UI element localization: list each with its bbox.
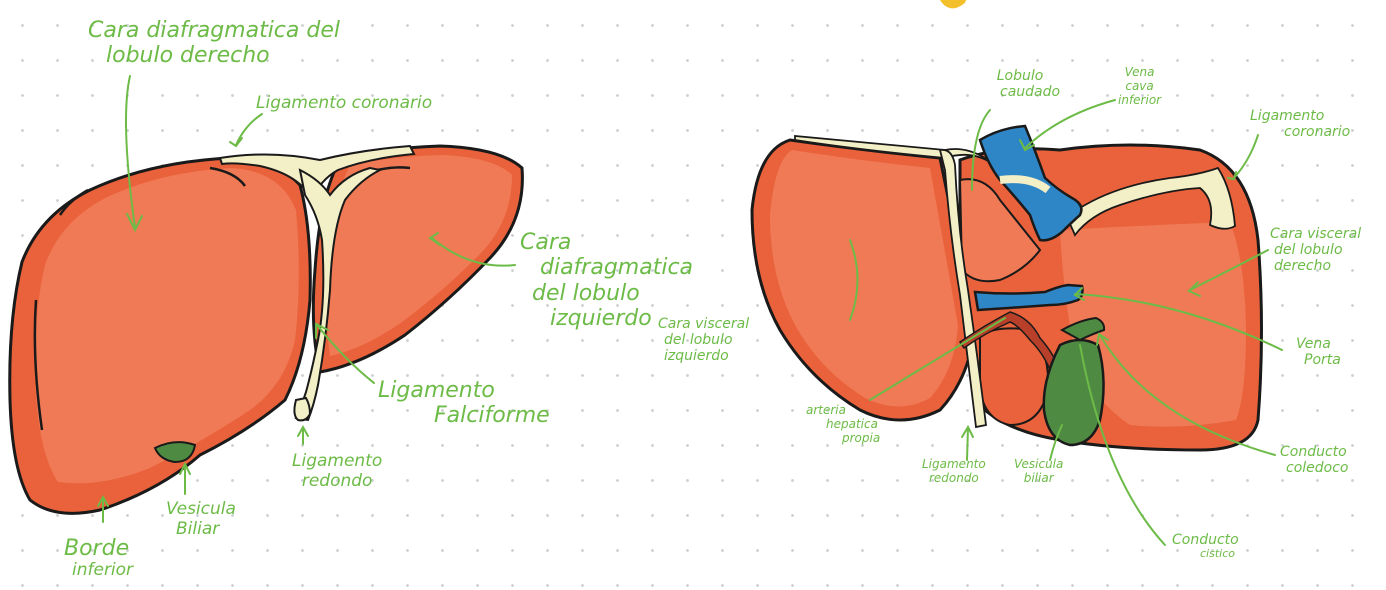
- front-round-ligament: [294, 398, 310, 420]
- label-cara-visceral-derecho: Cara visceral del lobulo derecho: [1270, 226, 1361, 274]
- label-vena-cava-inferior: Vena cava inferior: [1118, 66, 1161, 107]
- label-ligamento-redondo-front: Ligamento redondo: [292, 452, 382, 491]
- label-vesicula-biliar-back: Vesicula biliar: [1014, 458, 1063, 486]
- label-cara-diafragmatica-derecho: Cara diafragmatica del lobulo derecho: [88, 18, 340, 69]
- label-conducto-cistico: Conducto cistico: [1172, 532, 1239, 561]
- back-liver: [752, 126, 1262, 450]
- label-arteria-hepatica: arteria hepatica propia: [806, 404, 880, 445]
- label-ligamento-falciforme: Ligamento Falciforme: [378, 378, 550, 429]
- label-lobulo-caudado: Lobulo caudado: [980, 68, 1060, 100]
- label-ligamento-coronario-back: Ligamento coronario: [1250, 108, 1350, 140]
- label-cara-visceral-izquierdo: Cara visceral del lobulo izquierdo: [658, 316, 749, 364]
- label-conducto-coledoco: Conducto coledoco: [1280, 444, 1348, 476]
- label-ligamento-redondo-back: Ligamento redondo: [922, 458, 986, 486]
- label-vesicula-biliar-front: Vesicula Biliar: [166, 500, 236, 539]
- front-liver: [10, 146, 523, 513]
- label-ligamento-coronario-front: Ligamento coronario: [256, 94, 432, 114]
- back-left-lobe-face: [770, 150, 958, 407]
- label-borde-inferior: Borde inferior: [64, 536, 133, 581]
- yellow-mark: [940, 0, 966, 8]
- label-vena-porta: Vena Porta: [1286, 336, 1341, 368]
